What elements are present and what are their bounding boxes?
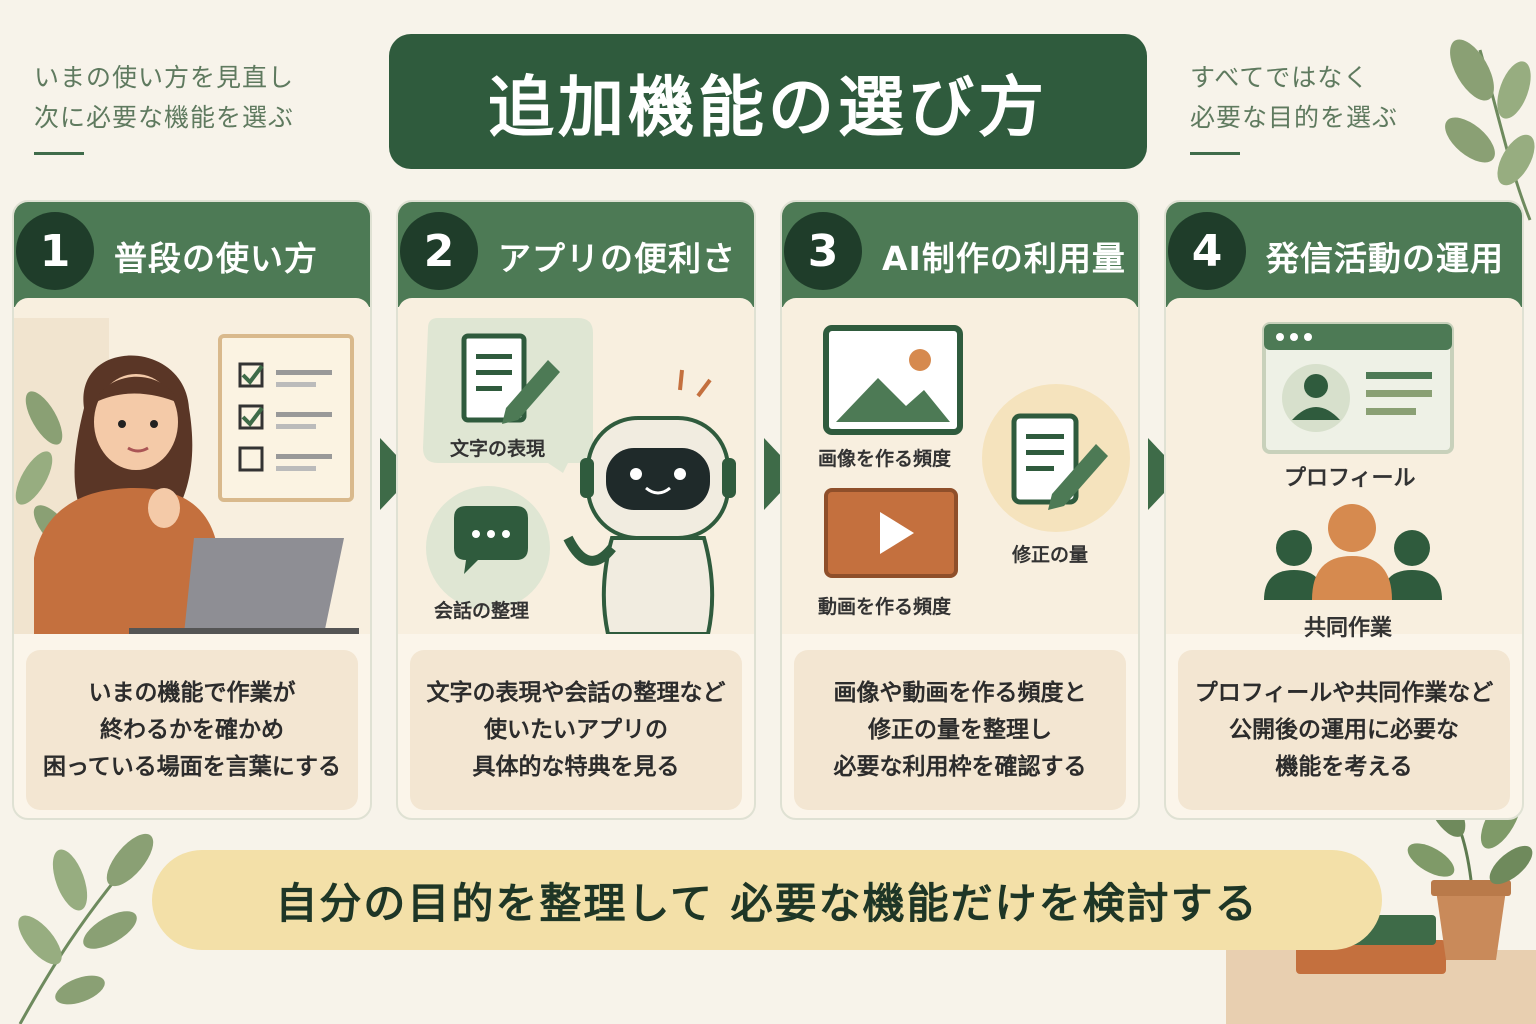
side-note-left: いまの使い方を見直し 次に必要な機能を選ぶ (34, 58, 294, 155)
step-title: 普段の使い方 (114, 239, 318, 278)
step-description-line: 画像や動画を作る頻度と (833, 679, 1087, 706)
step-number: 2 (400, 212, 478, 290)
side-note-right-line1: すべてではなく (1190, 63, 1370, 92)
step-description-line: 文字の表現や会話の整理など (426, 679, 726, 706)
page-title: 追加機能の選び方 (488, 68, 1048, 146)
side-note-left-line1: いまの使い方を見直し (34, 63, 295, 92)
label-text-expression: 文字の表現 (450, 438, 546, 460)
step-description: プロフィールや共同作業など 公開後の運用に必要な 機能を考える (1178, 650, 1510, 810)
woman-laptop-icon (34, 355, 359, 634)
step-card-1: 1 普段の使い方 (12, 200, 372, 820)
label-revision-amount: 修正の量 (1012, 544, 1089, 566)
video-play-icon (824, 488, 958, 578)
leaf-decoration-top-right-icon (1445, 39, 1535, 221)
step-illustration: 文字の表現 会話の整理 (398, 298, 754, 634)
side-note-right-line2: 必要な目的を選ぶ (1190, 103, 1399, 132)
summary-banner: 自分の目的を整理して 必要な機能だけを検討する (152, 850, 1382, 950)
step-description-line: 修正の量を整理し (868, 716, 1052, 743)
side-note-right-rule (1190, 152, 1240, 155)
chat-bubble-icon (426, 486, 550, 610)
step-description-line: いまの機能で作業が (88, 679, 296, 706)
summary-text: 自分の目的を整理して 必要な機能だけを検討する (275, 878, 1259, 928)
step-card-4: 4 発信活動の運用 (1164, 200, 1524, 820)
step-description: いまの機能で作業が 終わるかを確かめ 困っている場面を言葉にする (26, 650, 358, 810)
document-edit-icon (982, 384, 1130, 532)
step-description-line: 必要な利用枠を確認する (833, 753, 1087, 780)
step-description-line: 困っている場面を言葉にする (42, 753, 342, 780)
image-icon (823, 325, 963, 435)
label-profile: プロフィール (1284, 466, 1416, 491)
side-note-left-line2: 次に必要な機能を選ぶ (34, 103, 295, 132)
step-number: 1 (16, 212, 94, 290)
label-conversation: 会話の整理 (434, 600, 530, 622)
step-number: 4 (1168, 212, 1246, 290)
step-illustration: 画像を作る頻度 修正の量 動画を作る頻度 (782, 298, 1138, 634)
step-illustration (14, 298, 370, 634)
step-description: 文字の表現や会話の整理など 使いたいアプリの 具体的な特典を見る (410, 650, 742, 810)
step-number: 3 (784, 212, 862, 290)
side-note-left-rule (34, 152, 84, 155)
plant-books-decoration-icon (1226, 783, 1536, 1024)
step-title: AI制作の利用量 (882, 239, 1126, 278)
document-pen-icon (423, 318, 593, 473)
title-banner: 追加機能の選び方 (389, 34, 1147, 169)
checklist-icon (218, 334, 354, 502)
step-description-line: 終わるかを確かめ (100, 716, 284, 743)
team-icon (1264, 504, 1442, 600)
step-description-line: プロフィールや共同作業など (1194, 679, 1494, 706)
step-card-2: 2 アプリの便利さ (396, 200, 756, 820)
label-collaboration: 共同作業 (1304, 616, 1393, 641)
step-title: アプリの便利さ (498, 239, 736, 278)
step-card-3: 3 AI制作の利用量 画像を作る頻度 修正の量 動画を作る頻度 (780, 200, 1140, 820)
step-description-line: 機能を考える (1275, 753, 1413, 780)
robot-icon (563, 369, 736, 634)
step-description: 画像や動画を作る頻度と 修正の量を整理し 必要な利用枠を確認する (794, 650, 1126, 810)
label-video-frequency: 動画を作る頻度 (818, 596, 952, 618)
leaf-decoration-bottom-left-icon (18, 833, 154, 1024)
profile-window-icon (1262, 322, 1454, 454)
label-image-frequency: 画像を作る頻度 (818, 448, 952, 470)
step-description-line: 具体的な特典を見る (472, 753, 680, 780)
side-note-right: すべてではなく 必要な目的を選ぶ (1190, 58, 1398, 155)
step-description-line: 公開後の運用に必要な (1229, 716, 1459, 743)
step-illustration: プロフィール 共同作業 (1166, 298, 1522, 641)
step-title: 発信活動の運用 (1266, 239, 1504, 278)
step-description-line: 使いたいアプリの (484, 716, 668, 743)
